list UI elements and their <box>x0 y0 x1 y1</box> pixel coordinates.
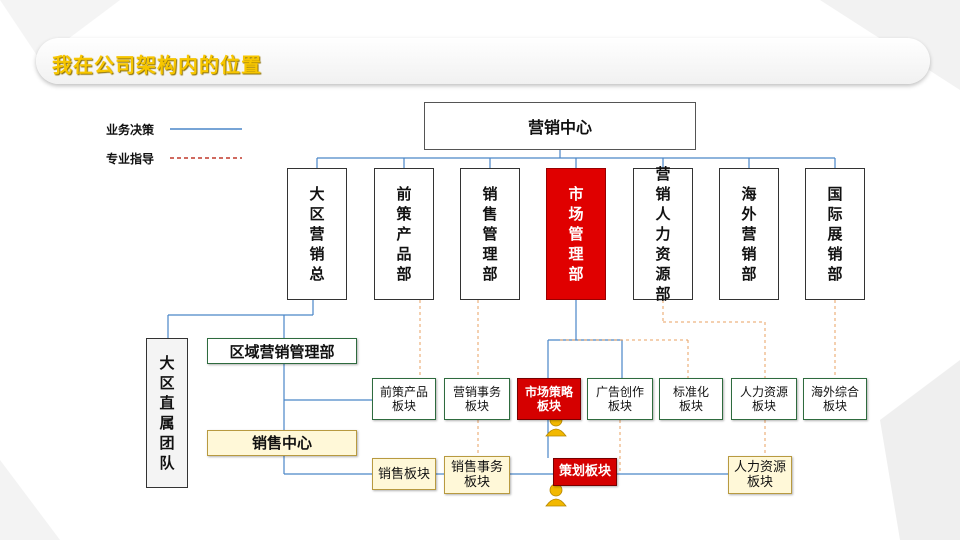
sales-module-hr: 人力资源板块 <box>728 456 792 494</box>
sales-center: 销售中心 <box>207 430 357 456</box>
legend-business-label: 业务决策 <box>106 123 155 137</box>
dept-regional-head: 大区营销总 <box>287 168 347 300</box>
module-hr: 人力资源板块 <box>731 378 797 420</box>
regional-direct-team: 大区直属团队 <box>146 338 188 488</box>
module-product-strategy: 前策产品板块 <box>372 378 436 420</box>
page-title: 我在公司架构内的位置 <box>52 53 262 77</box>
module-standardization: 标准化板块 <box>659 378 723 420</box>
marketing-center-box: 营销中心 <box>424 102 696 150</box>
dept-international-exhibition: 国际展销部 <box>805 168 865 300</box>
dept-product-strategy: 前策产品部 <box>374 168 434 300</box>
dept-marketing-hr: 营销人力资源部 <box>633 165 693 303</box>
module-overseas-general: 海外综合板块 <box>803 378 867 420</box>
module-marketing-affairs: 营销事务板块 <box>444 378 510 420</box>
sales-module-sales: 销售板块 <box>372 458 436 490</box>
dept-overseas-marketing: 海外营销部 <box>719 168 779 300</box>
module-ad-creative: 广告创作板块 <box>587 378 653 420</box>
person-icon-2 <box>545 483 567 507</box>
dept-market-management: 市场管理部 <box>546 168 606 300</box>
sales-module-sales-affairs: 销售事务板块 <box>444 456 510 494</box>
title-bar <box>36 38 930 84</box>
module-market-strategy: 市场策略板块 <box>517 378 581 420</box>
legend-professional-label: 专业指导 <box>106 152 155 166</box>
sales-module-planning: 策划板块 <box>553 458 617 486</box>
dept-sales-management: 销售管理部 <box>460 168 520 300</box>
regional-marketing-management-dept: 区域营销管理部 <box>207 338 357 364</box>
